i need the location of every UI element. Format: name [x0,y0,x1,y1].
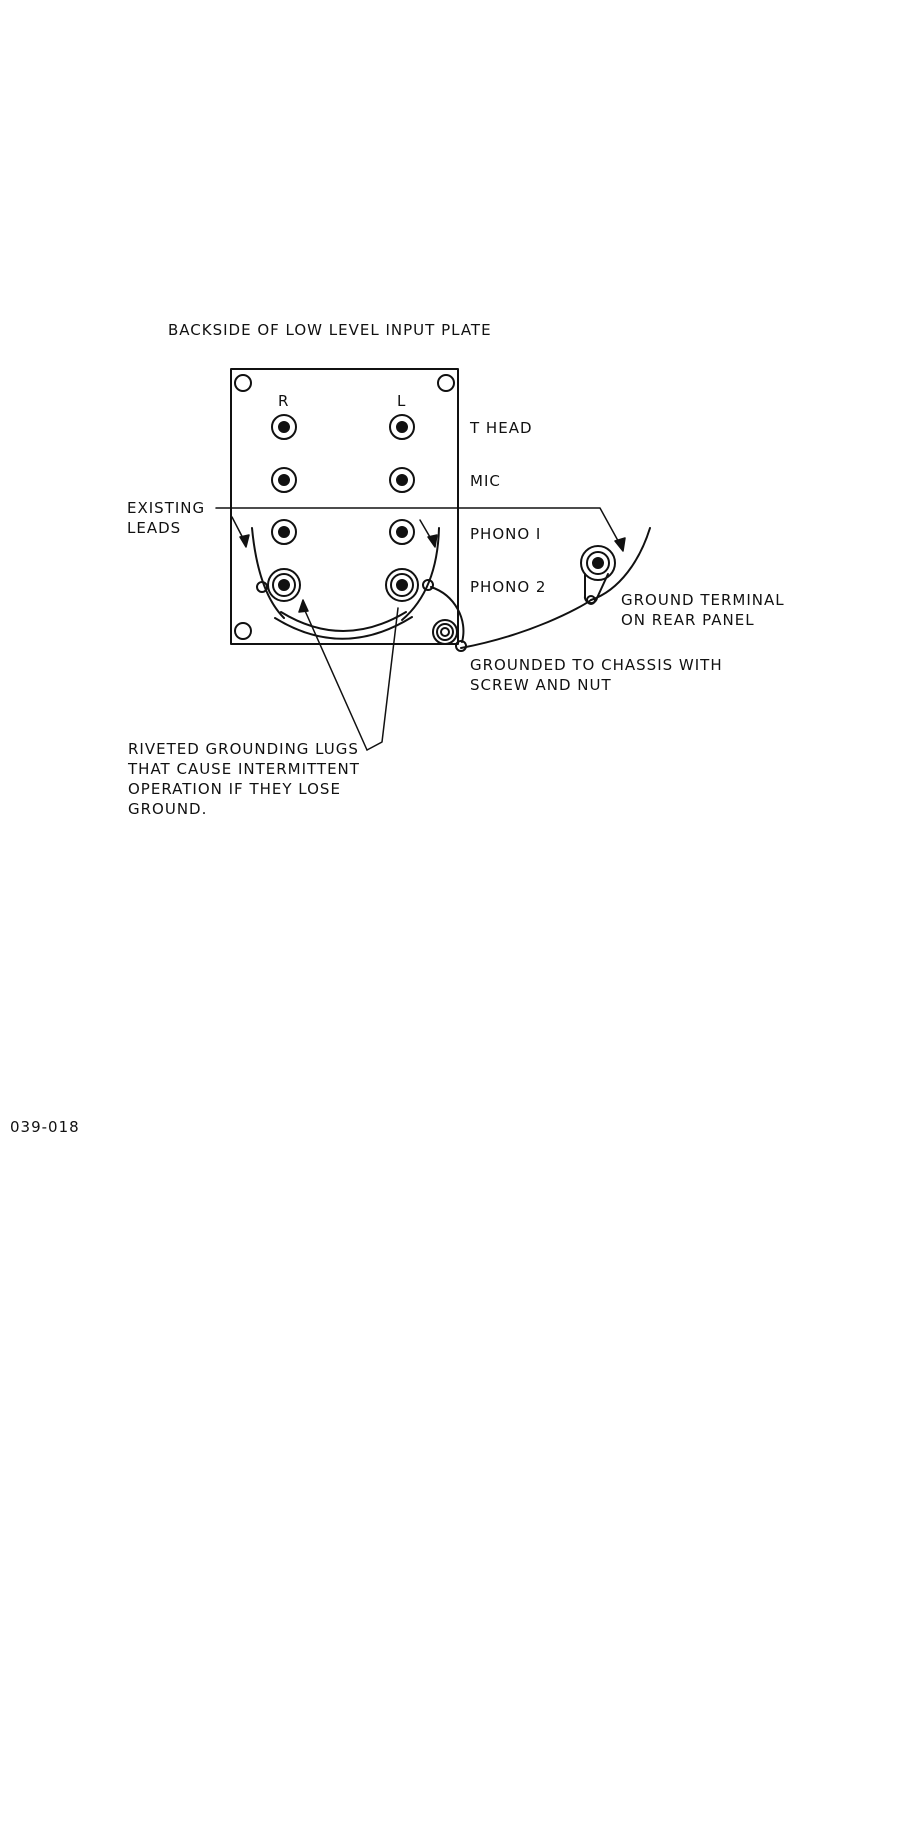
jack-thead-l [389,414,415,440]
diagram-title: BACKSIDE OF LOW LEVEL INPUT PLATE [168,321,492,339]
row-label-phono2: PHONO 2 [470,578,547,596]
leader-riveted-lugs [298,599,399,751]
row-label-thead: T HEAD [470,419,533,437]
leader-existing-leads [215,507,626,552]
figure-number: 039-018 [10,1118,80,1136]
column-label-r: R [278,392,290,410]
grounding-lug-l [422,579,434,591]
row-label-phono1: PHONO I [470,525,542,543]
jack-mic-l [389,467,415,493]
chassis-lead [430,586,465,643]
callout-grounded-to-chassis: GROUNDED TO CHASSIS WITH SCREW AND NUT [470,656,723,694]
jack-mic-r [271,467,297,493]
input-plate [230,368,459,645]
chassis-screw [432,619,458,645]
ground-wire [460,599,592,649]
existing-lead-left [251,527,285,619]
chassis-lug [455,640,467,652]
jack-phono1-r [271,519,297,545]
callout-riveted-lugs: RIVETED GROUNDING LUGS THAT CAUSE INTERM… [128,740,360,818]
mounting-hole-top-left [234,374,252,392]
ground-wire-extension [590,527,651,601]
jack-phono2-l [385,568,419,602]
jack-phono1-l [389,519,415,545]
mounting-hole-top-right [437,374,455,392]
existing-lead-right [401,527,440,621]
jack-phono2-r [267,568,301,602]
bonding-strap-inner [280,611,407,632]
jack-thead-r [271,414,297,440]
callout-existing-leads: EXISTING LEADS [127,499,206,537]
row-label-mic: MIC [470,472,501,490]
callout-ground-terminal: GROUND TERMINAL ON REAR PANEL [621,591,785,629]
column-label-l: L [397,392,407,410]
ground-terminal [580,545,616,605]
mounting-hole-bottom-left [234,622,252,640]
